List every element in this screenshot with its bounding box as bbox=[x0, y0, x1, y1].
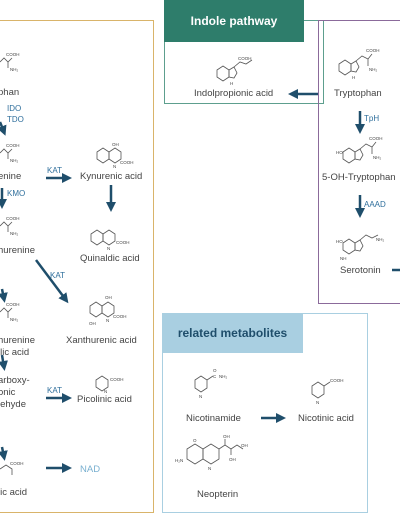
label-hydroxykynurenine-partial: hurenine bbox=[0, 245, 35, 256]
label-quinaldic-acid: Quinaldic acid bbox=[80, 253, 140, 264]
label-nicotinamide: Nicotinamide bbox=[186, 413, 241, 424]
label-tryptophan: Tryptophan bbox=[334, 88, 382, 99]
svg-text:N: N bbox=[199, 394, 202, 399]
label-xanthurenic-acid: Xanthurenic acid bbox=[66, 335, 137, 346]
label-haa-line1: hurenine bbox=[0, 335, 35, 346]
svg-text:COOH: COOH bbox=[6, 143, 20, 148]
label-acms-line1: arboxy- bbox=[0, 375, 30, 386]
arrow-trp-to-kyn bbox=[0, 121, 7, 136]
quinaldic-acid-structure: N COOH bbox=[90, 229, 130, 251]
serotonin-pathway-panel bbox=[318, 20, 400, 304]
svg-text:O: O bbox=[193, 438, 197, 443]
svg-text:COOH: COOH bbox=[116, 240, 130, 245]
quinolinic-structure-partial: COOH bbox=[0, 461, 24, 475]
enzyme-kat-picolinic: KAT bbox=[47, 386, 62, 395]
svg-text:COOH: COOH bbox=[120, 160, 134, 165]
svg-text:NH₂: NH₂ bbox=[373, 155, 381, 160]
svg-text:C: C bbox=[213, 374, 217, 379]
svg-text:NH₂: NH₂ bbox=[10, 67, 18, 72]
svg-text:H: H bbox=[230, 81, 233, 86]
svg-text:OH: OH bbox=[229, 457, 236, 462]
haa-structure-partial: COOH NH₂ bbox=[0, 302, 20, 322]
svg-text:NH₂: NH₂ bbox=[10, 317, 18, 322]
neopterin-structure: O H₂N N OH OH OH bbox=[175, 434, 248, 471]
svg-text:HO: HO bbox=[336, 239, 343, 244]
svg-text:COOH: COOH bbox=[6, 216, 20, 221]
label-indolpropionic-acid: Indolpropionic acid bbox=[194, 88, 274, 99]
indole-pathway-title: Indole pathway bbox=[164, 0, 304, 42]
svg-text:COOH: COOH bbox=[6, 302, 20, 307]
svg-text:O: O bbox=[213, 368, 217, 373]
arrow-hk-to-xanthurenic bbox=[35, 259, 69, 304]
label-picolinic-acid: Picolinic acid bbox=[77, 394, 132, 405]
svg-text:NH₂: NH₂ bbox=[10, 231, 18, 236]
indolpropionic-acid-structure: COOH H bbox=[216, 56, 253, 86]
svg-text:NH₂: NH₂ bbox=[219, 374, 227, 379]
label-hydroxytryptophan: 5-OH-Tryptophan bbox=[322, 172, 396, 183]
svg-text:N: N bbox=[106, 318, 109, 323]
label-tryptophan-partial: phan bbox=[0, 87, 20, 98]
svg-text:OH: OH bbox=[105, 295, 112, 300]
label-nad: NAD bbox=[80, 464, 101, 475]
svg-text:H₂N: H₂N bbox=[175, 458, 183, 463]
label-kynurenic-acid: Kynurenic acid bbox=[80, 171, 143, 182]
kynurenine-pathway-panel bbox=[0, 20, 154, 513]
svg-text:NH₂: NH₂ bbox=[376, 237, 384, 242]
svg-text:N: N bbox=[107, 246, 110, 251]
svg-text:NH₂: NH₂ bbox=[369, 67, 377, 72]
svg-text:COOH: COOH bbox=[238, 56, 252, 61]
related-metabolites-title: related metabolites bbox=[162, 313, 303, 353]
label-serotonin: Serotonin bbox=[340, 265, 381, 276]
enzyme-kat-xanthurenic: KAT bbox=[50, 271, 65, 280]
enzyme-kmo: KMO bbox=[7, 189, 26, 198]
svg-text:COOH: COOH bbox=[10, 461, 24, 466]
svg-text:NH₂: NH₂ bbox=[10, 158, 18, 163]
svg-text:COOH: COOH bbox=[6, 52, 20, 57]
serotonin-structure: NH₂ HO NH bbox=[336, 234, 384, 261]
svg-text:OH: OH bbox=[241, 443, 248, 448]
hydroxykynurenine-structure-partial: COOH NH₂ bbox=[0, 216, 20, 236]
svg-text:COOH: COOH bbox=[369, 136, 383, 141]
svg-text:N: N bbox=[316, 400, 319, 405]
svg-text:COOH: COOH bbox=[366, 48, 380, 53]
svg-text:N: N bbox=[208, 466, 211, 471]
svg-text:COOH: COOH bbox=[113, 314, 127, 319]
svg-text:NH: NH bbox=[340, 256, 347, 261]
svg-text:H: H bbox=[352, 75, 355, 80]
svg-text:OH: OH bbox=[223, 434, 230, 439]
svg-text:HO: HO bbox=[336, 150, 343, 155]
svg-text:OH: OH bbox=[89, 321, 96, 326]
kynurenine-structure-partial: COOH NH₂ bbox=[0, 143, 20, 163]
enzyme-kat-kynurenic: KAT bbox=[47, 166, 62, 175]
kynurenic-acid-structure: OH N COOH bbox=[96, 142, 134, 169]
label-neopterin: Neopterin bbox=[197, 489, 239, 500]
label-haa-line2: ilic acid bbox=[0, 347, 30, 358]
svg-text:COOH: COOH bbox=[110, 377, 124, 382]
enzyme-aaad: AAAD bbox=[364, 200, 386, 209]
arrow-acms-to-quinolinic bbox=[0, 446, 8, 461]
label-acms-line2: onic bbox=[0, 387, 16, 398]
enzyme-tdo: TDO bbox=[7, 115, 24, 124]
enzyme-tph: TpH bbox=[364, 114, 380, 123]
svg-text:COOH: COOH bbox=[330, 378, 344, 383]
label-quinolinic-partial: lic acid bbox=[0, 487, 28, 498]
xanthurenic-acid-structure: OH OH N COOH bbox=[89, 295, 127, 326]
hydroxytryptophan-structure: COOH NH₂ HO bbox=[336, 136, 383, 164]
svg-text:N: N bbox=[113, 164, 116, 169]
nicotinamide-structure: C NH₂ O N bbox=[194, 368, 227, 399]
svg-text:OH: OH bbox=[112, 142, 119, 147]
nicotinic-acid-structure: COOH N bbox=[311, 378, 344, 405]
label-kynurenine-partial: enine bbox=[0, 171, 22, 182]
label-acms-line3: lehyde bbox=[0, 399, 26, 410]
enzyme-ido: IDO bbox=[7, 104, 22, 113]
label-nicotinic-acid: Nicotinic acid bbox=[298, 413, 354, 424]
arrow-hk-to-haa bbox=[0, 288, 8, 303]
arrow-haa-to-acms bbox=[0, 354, 8, 371]
tryptophan-structure: COOH NH₂ H bbox=[338, 48, 380, 80]
picolinic-acid-structure: N COOH bbox=[95, 375, 124, 394]
tryptophan-structure-partial: COOH NH₂ bbox=[0, 52, 20, 72]
svg-text:N: N bbox=[104, 389, 107, 394]
